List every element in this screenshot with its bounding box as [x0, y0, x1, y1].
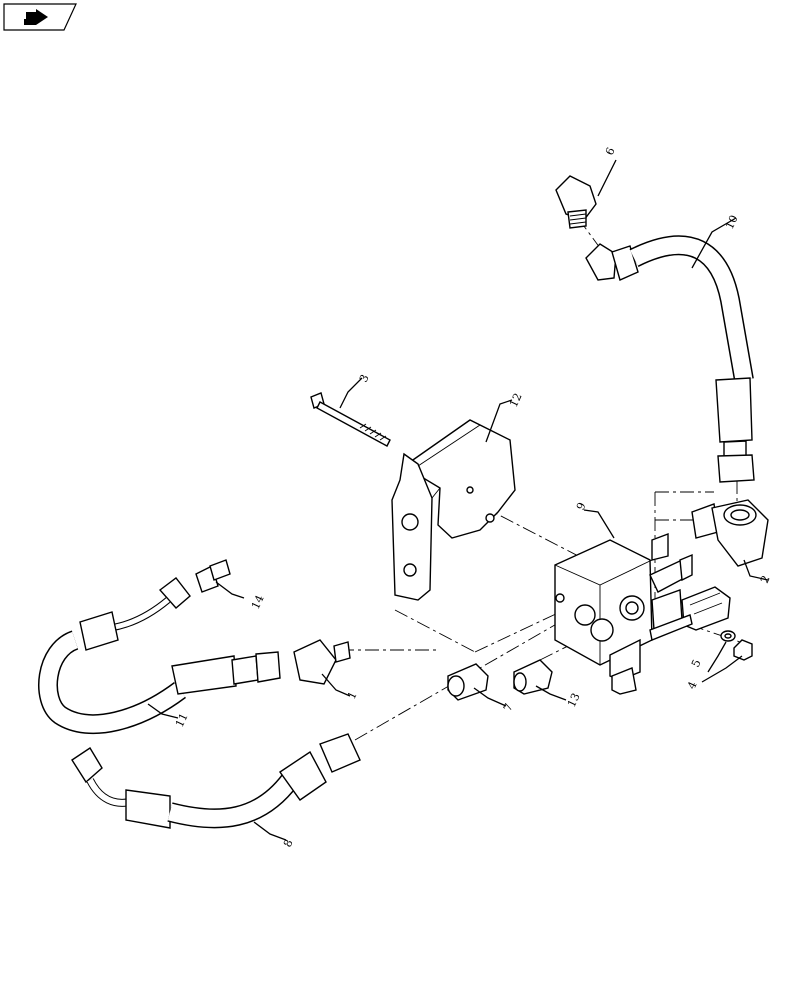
callout-6: 6 — [603, 145, 618, 157]
fitting-part-14 — [195, 559, 231, 593]
washer-part-5 — [720, 630, 736, 642]
adapter-part-1 — [293, 639, 351, 685]
navigation-arrow-icon[interactable] — [3, 3, 77, 31]
valve-block-part-9 — [554, 532, 731, 695]
callout-2: 2 — [758, 573, 773, 585]
fitting-part-7 — [447, 663, 489, 701]
callout-labels: 6 10 3 12 9 2 14 1 5 4 7 13 11 8 — [173, 145, 773, 849]
elbow-fitting-part-6 — [555, 175, 597, 229]
callout-7: 7 — [501, 701, 516, 713]
elbow-part-2 — [691, 499, 769, 567]
callout-5: 5 — [689, 657, 704, 669]
hose-part-8 — [71, 733, 361, 829]
callout-13: 13 — [565, 691, 583, 709]
callout-4: 4 — [685, 679, 700, 691]
hose-part-10 — [585, 235, 755, 483]
plug-part-13 — [513, 659, 553, 695]
callout-3: 3 — [357, 372, 372, 384]
callout-9: 9 — [574, 500, 589, 512]
callout-1: 1 — [345, 689, 360, 701]
callout-8: 8 — [281, 837, 296, 849]
callout-11: 11 — [173, 711, 191, 729]
nut-part-4 — [733, 639, 753, 661]
callout-14: 14 — [249, 593, 267, 611]
hose-part-11 — [38, 577, 281, 735]
bolt-part-3 — [310, 392, 391, 447]
leader-lines — [147, 159, 769, 841]
callout-10: 10 — [723, 213, 741, 231]
callout-12: 12 — [507, 391, 525, 409]
bracket-part-12 — [391, 419, 516, 601]
